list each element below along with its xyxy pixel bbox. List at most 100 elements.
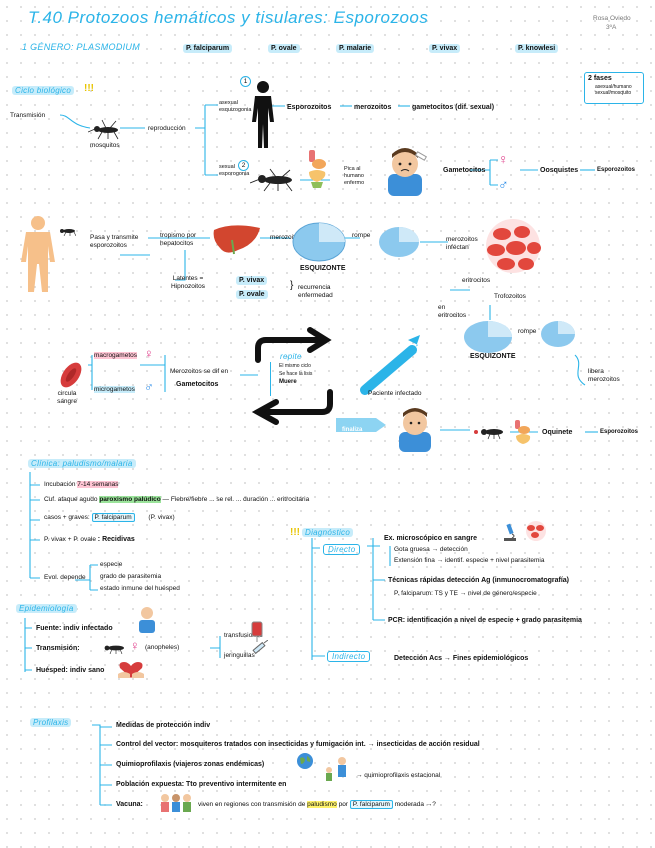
- liver-icon: [213, 225, 260, 255]
- finaliza-arrow: finaliza: [336, 418, 386, 432]
- pvivax-label: P. vivax: [236, 276, 268, 285]
- eritrocitos-label: eritrocitos: [462, 277, 491, 284]
- female-symbol-icon: ♀: [498, 151, 509, 167]
- macrogametos-label: macrogametos: [94, 352, 137, 360]
- clinica-title: Clínica: paludismo/malaria: [28, 459, 136, 468]
- microgametos-label: microgametos: [94, 386, 135, 394]
- transmision-epi-label: Transmisión:: [36, 645, 80, 652]
- microscopico-label: Ex. microscópico en sangre: [384, 535, 477, 542]
- jeringuillas-label: jeringuillas: [224, 652, 255, 659]
- finaliza-label: finaliza: [342, 427, 363, 433]
- schizont-cell-2-icon: [464, 321, 512, 353]
- graves-label: casos + graves:: [44, 514, 90, 521]
- incubacion-row: Incubación 7-14 semanas: [44, 481, 119, 489]
- extension-label: Extensión fina → identif. especie + nive…: [394, 557, 545, 564]
- ciclo-marks: !!!: [84, 83, 94, 94]
- recurrencia-label: recurrencia enfermedad: [298, 284, 333, 299]
- evol-item-parasitemia: grado de parasitemia: [100, 573, 162, 580]
- badge-2: 2: [238, 160, 249, 171]
- pcr-label: PCR: identificación a nivel de especie +…: [388, 617, 582, 624]
- rompe-2-label: rompe: [518, 328, 537, 335]
- latentes-label: Latentes = Hipnozoitos: [171, 275, 205, 290]
- patient-icon: [139, 607, 155, 633]
- blood-bag-icon: [251, 621, 263, 642]
- evol-item-especie: especie: [100, 561, 123, 568]
- incubacion-value: 7-14 semanas: [77, 481, 119, 488]
- evol-item-inmune: estado inmune del huésped: [100, 585, 180, 592]
- huesped-label: Huésped: indiv sano: [36, 667, 105, 674]
- graves-row: casos + graves: P. falciparum (P. vivax): [44, 513, 175, 522]
- phases-title: 2 fases: [588, 75, 612, 82]
- badge-1: 1: [240, 76, 251, 87]
- mosquito-icon-2: [250, 168, 293, 192]
- phases-box: 2 fases asexual/humano sexual/mosquito: [584, 72, 644, 104]
- erythrocytes-icon: [486, 219, 541, 273]
- healthy-hands-icon: [118, 662, 144, 678]
- estacional-label: → quimioprofilaxis estacional: [356, 772, 441, 779]
- species-knowlesi: P. knowlesi: [515, 44, 559, 53]
- circula-sangre-label: circula sangre: [57, 390, 77, 405]
- gametocitos-2-label: Gametocitos: [176, 381, 219, 388]
- mosquito-bite-icon: [60, 229, 76, 236]
- repite-label: repite: [280, 352, 302, 361]
- trofozoitos-label: Trofozoitos: [494, 293, 526, 300]
- globe-icon: [297, 753, 313, 769]
- brace-icon: }: [290, 280, 294, 291]
- graves-vivax: (P. vivax): [148, 514, 175, 521]
- species-falciparum: P. falciparum: [183, 44, 233, 53]
- child-adult-icon: [326, 757, 346, 781]
- tropismo-label: tropismo por hepatocitos: [160, 232, 197, 247]
- vacuna-por: por: [338, 801, 348, 808]
- esquizonte-2-label: ESQUIZONTE: [470, 353, 516, 360]
- vacuna-falciparum: P. falciparum: [349, 800, 393, 809]
- species-malarie: P. malarie: [336, 44, 375, 53]
- macrogametos-text: macrogametos: [94, 352, 137, 359]
- female-symbol-3-icon: ♀: [130, 638, 140, 653]
- vacuna-moderada: moderada →?: [394, 801, 436, 808]
- oosquistes-label: Oosquistes: [540, 167, 579, 174]
- rompe-label: rompe: [352, 232, 371, 239]
- mosquito-epi-icon: [104, 645, 124, 654]
- en-eritrocitos-label: en eritrocitos: [438, 304, 467, 319]
- quimio-label: Quimioprofilaxis (viajeros zonas endémic…: [116, 761, 265, 768]
- anopheles-label: (anopheles): [145, 644, 180, 651]
- phase-sexual: sexual/mosquito: [595, 90, 632, 96]
- paroxismo-label: paroxismo palúdico: [99, 496, 161, 503]
- esporozoitos-end-label: Esporozoitos: [597, 167, 636, 173]
- mosquitos-label: mosquitos: [90, 142, 120, 149]
- ciclos-label: Cuf. ataque agudo: [44, 496, 98, 503]
- asexual-label: asexual esquizogonia: [219, 100, 252, 113]
- recidivas-row: P. vivax + P. ovale : Recidivas: [44, 535, 135, 544]
- vacuna-rest: viven en regiones con transmisión de: [198, 801, 306, 808]
- epidemiologia-title: Epidemiología: [16, 604, 77, 613]
- deteccion-label: Detección Acs → Fines epidemiológicos: [394, 655, 529, 662]
- tecnicas-detail-label: P. falciparum: TS y TE → nivel de género…: [394, 590, 537, 597]
- blood-smear-icon: [526, 521, 546, 541]
- mosquito-icon: [88, 119, 119, 140]
- graves-falciparum: P. falciparum: [91, 513, 135, 522]
- recidivas-species: P. vivax + P. ovale: [44, 536, 96, 543]
- pica-label: Pica al humano enfermo: [344, 166, 365, 186]
- ciclos-rest: — Fiebre/fiebre ... se rel. ... duración…: [162, 496, 310, 503]
- male-symbol-2-icon: ♂: [144, 379, 154, 394]
- blood-cell-icon: [60, 362, 82, 388]
- diagnostico-title: Diagnóstico: [302, 528, 354, 537]
- phase-asexual: asexual/humano: [595, 84, 632, 90]
- esquizonte-label: ESQUIZONTE: [300, 265, 346, 272]
- sick-person-2-icon: [399, 408, 431, 452]
- cycle-item-3: Muere: [279, 379, 297, 385]
- esporozoitos-3-label: Esporozoitos: [600, 429, 639, 435]
- recidivas-label: : Recidivas: [97, 536, 135, 543]
- cycle-item-1: El mismo ciclo: [279, 363, 311, 369]
- digestive-organs-icon: [309, 150, 326, 188]
- poblacion-label: Población expuesta: Tto preventivo inter…: [116, 781, 287, 788]
- ciclos-row: Cuf. ataque agudo paroxismo palúdico — F…: [44, 496, 309, 504]
- reproduccion-label: reproducción: [148, 125, 186, 132]
- digestive-organs-2-icon: [515, 420, 531, 444]
- chain-esporozoitos: Esporozoitos: [287, 104, 332, 111]
- vacuna-paludismo: paludismo: [307, 801, 337, 808]
- male-symbol-icon: ♂: [498, 176, 509, 192]
- microscope-icon: [504, 523, 516, 541]
- tecnicas-label: Técnicas rápidas detección Ag (inmunocro…: [388, 577, 570, 584]
